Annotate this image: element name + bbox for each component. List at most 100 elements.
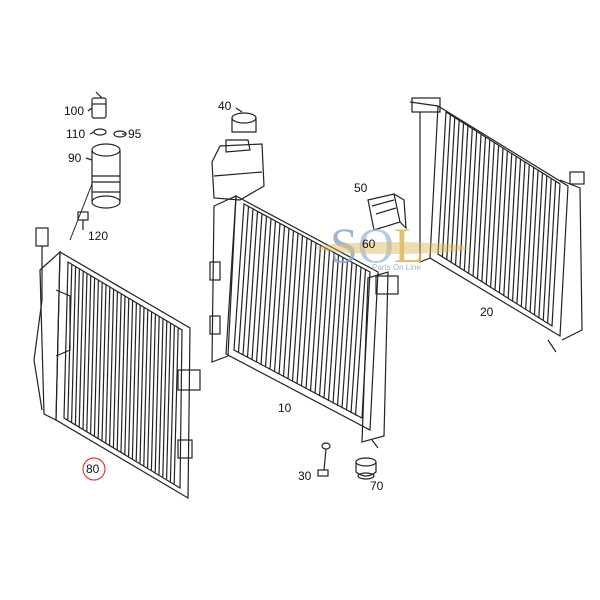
fin-line — [101, 284, 107, 441]
bolt-120 — [69, 183, 93, 241]
fin-line — [166, 323, 172, 480]
fin-line — [131, 302, 137, 459]
callout-90: 90 — [68, 151, 82, 165]
fin-line — [446, 117, 456, 260]
fin-line — [237, 206, 250, 353]
fin-line — [314, 247, 326, 394]
leader-lines — [85, 107, 243, 161]
pressure-switch-100 — [91, 91, 127, 138]
callout-80-highlight-ring — [82, 457, 106, 481]
fin-line — [169, 325, 175, 482]
callout-20: 20 — [480, 305, 494, 319]
fin-line — [468, 131, 478, 274]
fin-line — [529, 170, 539, 313]
callout-120: 120 — [88, 229, 108, 243]
fin-line — [109, 289, 115, 446]
callout-30: 30 — [298, 469, 312, 483]
fin-line — [323, 252, 335, 399]
callout-60: 60 — [362, 237, 376, 251]
radiator-10 — [209, 195, 399, 449]
watermark-letter-s: SOL — [330, 217, 424, 273]
fin-line — [441, 114, 451, 257]
fin-line — [255, 216, 268, 363]
fin-line — [498, 150, 508, 293]
callout-70: 70 — [370, 479, 384, 493]
fin-line — [112, 291, 118, 448]
watermark-glyph: L — [394, 217, 425, 273]
fin-line — [520, 164, 530, 307]
receiver-dryer-90 — [91, 143, 121, 209]
fin-line — [116, 293, 122, 450]
fin-line — [450, 120, 460, 263]
fin-line — [350, 267, 362, 414]
fin-line — [296, 237, 308, 385]
fin-line — [516, 161, 526, 304]
fin-line — [128, 300, 134, 457]
watermark-tagline: Parts On Line — [372, 263, 421, 272]
fin-line — [97, 282, 103, 439]
fin-line — [154, 316, 160, 473]
fin-line — [67, 264, 73, 421]
fin-line — [86, 275, 92, 432]
fin-line — [90, 277, 96, 434]
fin-line — [547, 181, 557, 324]
fin-line — [71, 266, 77, 423]
fin-line — [300, 240, 313, 387]
fin-line — [150, 314, 156, 471]
fin-line — [332, 257, 344, 404]
fin-line — [269, 223, 281, 370]
drain-screw-30 — [317, 442, 331, 477]
fin-line — [511, 159, 522, 302]
fin-line — [251, 213, 263, 360]
fin-line — [282, 230, 295, 377]
fin-line — [287, 233, 299, 380]
fin-line — [291, 235, 304, 382]
callout-10: 10 — [278, 401, 292, 415]
fin-line — [485, 142, 495, 285]
fin-line — [260, 218, 272, 365]
fin-line — [459, 125, 469, 268]
watermark-swoosh — [316, 242, 468, 254]
fin-line — [242, 208, 254, 355]
fin-line — [139, 307, 145, 464]
callout-80: 80 — [86, 462, 100, 476]
fin-line — [264, 220, 277, 368]
fin-line — [327, 254, 340, 402]
fin-line — [309, 245, 322, 392]
fin-line — [278, 228, 290, 375]
fin-line — [74, 268, 80, 425]
fin-line — [525, 167, 535, 310]
fin-line — [490, 145, 500, 288]
fin-line — [93, 280, 99, 437]
fin-line — [341, 262, 353, 409]
fin-line — [162, 320, 168, 477]
fan-resistor-50 — [367, 193, 407, 231]
fin-line — [135, 305, 141, 462]
fin-line — [354, 269, 367, 416]
fin-line — [246, 211, 259, 358]
fin-line — [538, 175, 548, 318]
fin-line — [105, 286, 111, 443]
watermark-glyph: O — [358, 217, 394, 273]
fin-line — [147, 311, 153, 468]
fin-line — [542, 178, 552, 321]
callout-100: 100 — [64, 104, 84, 118]
fin-line — [507, 156, 517, 299]
fin-line — [533, 172, 544, 315]
fin-line — [124, 298, 130, 455]
callout-110: 110 — [66, 127, 85, 141]
fin-line — [143, 309, 149, 466]
fin-line — [82, 273, 88, 430]
fin-line — [503, 153, 513, 296]
fin-line — [481, 139, 491, 282]
callout-50: 50 — [354, 181, 368, 195]
sol-watermark: SOL Parts On Line — [316, 217, 468, 273]
expansion-tank-40 — [211, 112, 265, 201]
condenser-80 — [33, 227, 201, 500]
callouts: 100 110 95 90 120 40 50 60 20 10 30 70 8… — [64, 99, 494, 493]
fin-line — [78, 271, 84, 428]
fin-line — [173, 327, 179, 484]
fin-line — [345, 264, 358, 411]
callout-95: 95 — [128, 127, 142, 141]
